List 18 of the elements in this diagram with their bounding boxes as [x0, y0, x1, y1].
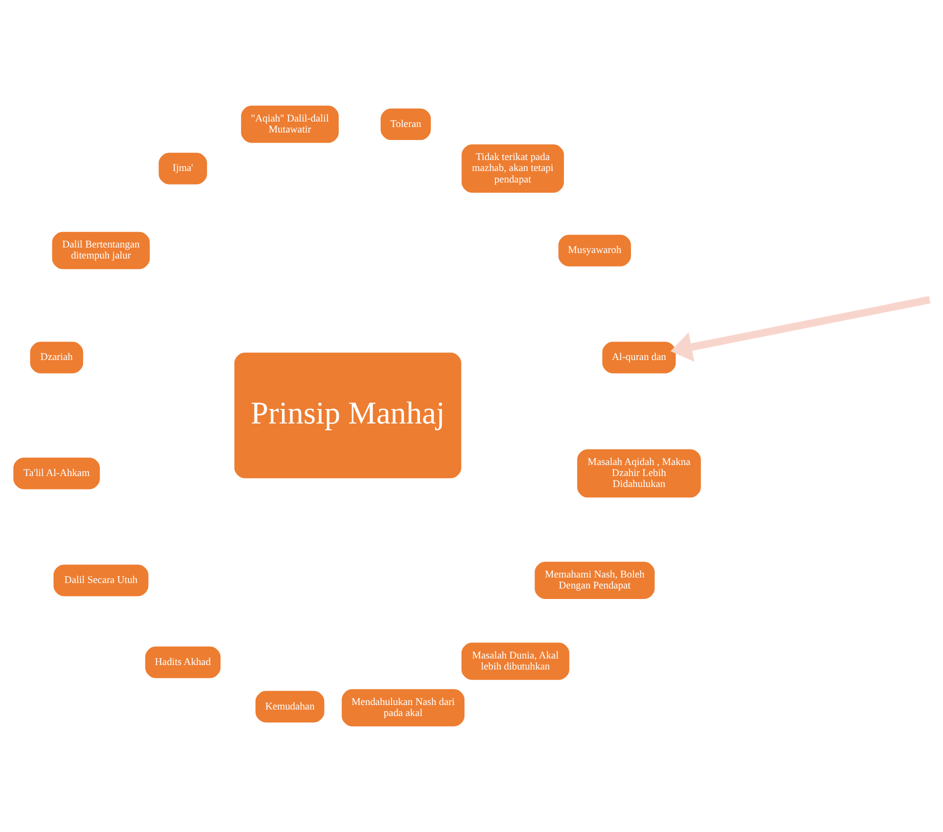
arrow [670, 296, 930, 362]
node-box: Mendahulukan Nash dari pada akal [340, 687, 466, 728]
node-box: Tidak terikat pada mazhab, akan tetapi pendapat [460, 142, 566, 195]
node-box: Ijma' [156, 150, 209, 186]
node-box: Ta'lil Al-Ahkam [12, 456, 102, 492]
node-box: Prinsip Manhaj [232, 350, 464, 480]
node-box: Toleran [378, 106, 433, 142]
node-box: Al-quran dan [600, 340, 678, 376]
node-box: Dalil Secara Utuh [52, 562, 150, 598]
node-box: Musyawaroh [556, 232, 633, 268]
node-box: Masalah Aqidah , Makna Dzahir Lebih Didahulukan [575, 447, 703, 500]
node-box: Hadits Akhad [143, 644, 222, 680]
node-box: Memahami Nash, Boleh Dengan Pendapat [532, 560, 657, 601]
node-box: Masalah Dunia, Akal lebih dibutuhkan [460, 640, 572, 682]
node-box: Dalil Bertentangan ditempuh jalur [50, 230, 152, 271]
node-box: "Aqiah" Dalil-dalil Mutawatir [239, 104, 341, 145]
node-box: Dzariah [28, 340, 85, 376]
node-box: Kemudahan [254, 689, 326, 724]
